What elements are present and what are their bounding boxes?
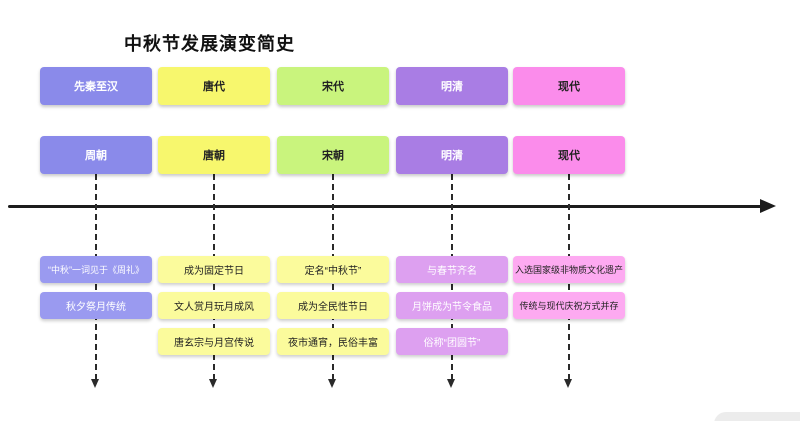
era-box[interactable]: 唐代	[158, 67, 270, 105]
down-arrowhead-icon	[209, 379, 217, 388]
detail-box[interactable]: 文人赏月玩月成风	[158, 292, 270, 319]
detail-box[interactable]: 与春节齐名	[396, 256, 508, 283]
era-box[interactable]: 先秦至汉	[40, 67, 152, 105]
dynasty-box[interactable]: 现代	[513, 136, 625, 174]
detail-box[interactable]: 秋夕祭月传统	[40, 292, 152, 319]
timeline-column: 现代现代入选国家级非物质文化遗产传统与现代庆祝方式并存	[513, 0, 625, 421]
timeline-column: 唐代唐朝成为固定节日文人赏月玩月成风唐玄宗与月宫传说	[158, 0, 270, 421]
detail-box[interactable]: 成为全民性节日	[277, 292, 389, 319]
detail-box[interactable]: 入选国家级非物质文化遗产	[513, 256, 625, 283]
detail-box[interactable]: 定名“中秋节”	[277, 256, 389, 283]
dynasty-box[interactable]: 宋朝	[277, 136, 389, 174]
detail-box[interactable]: 唐玄宗与月宫传说	[158, 328, 270, 355]
era-box[interactable]: 明清	[396, 67, 508, 105]
corner-watermark	[714, 412, 800, 421]
detail-box[interactable]: 俗称“团圆节”	[396, 328, 508, 355]
dynasty-box[interactable]: 周朝	[40, 136, 152, 174]
page-title: 中秋节发展演变简史	[124, 34, 295, 54]
detail-box[interactable]: 成为固定节日	[158, 256, 270, 283]
timeline-column: 宋代宋朝定名“中秋节” 成为全民性节日夜市通宵，民俗丰富	[277, 0, 389, 421]
era-box[interactable]: 宋代	[277, 67, 389, 105]
down-arrowhead-icon	[564, 379, 572, 388]
detail-box[interactable]: 月饼成为节令食品	[396, 292, 508, 319]
detail-box[interactable]: 传统与现代庆祝方式并存	[513, 292, 625, 319]
era-box[interactable]: 现代	[513, 67, 625, 105]
dynasty-box[interactable]: 唐朝	[158, 136, 270, 174]
dynasty-box[interactable]: 明清	[396, 136, 508, 174]
detail-box[interactable]: “中秋”一词见于《周礼》	[40, 256, 152, 283]
detail-box[interactable]: 夜市通宵，民俗丰富	[277, 328, 389, 355]
timeline-column: 明清明清与春节齐名月饼成为节令食品俗称“团圆节”	[396, 0, 508, 421]
timeline-column: 先秦至汉周朝 “中秋”一词见于《周礼》秋夕祭月传统	[40, 0, 152, 421]
down-arrowhead-icon	[447, 379, 455, 388]
right-arrowhead-icon	[760, 199, 776, 213]
down-arrowhead-icon	[91, 379, 99, 388]
down-arrowhead-icon	[328, 379, 336, 388]
timeline-axis	[8, 205, 764, 208]
